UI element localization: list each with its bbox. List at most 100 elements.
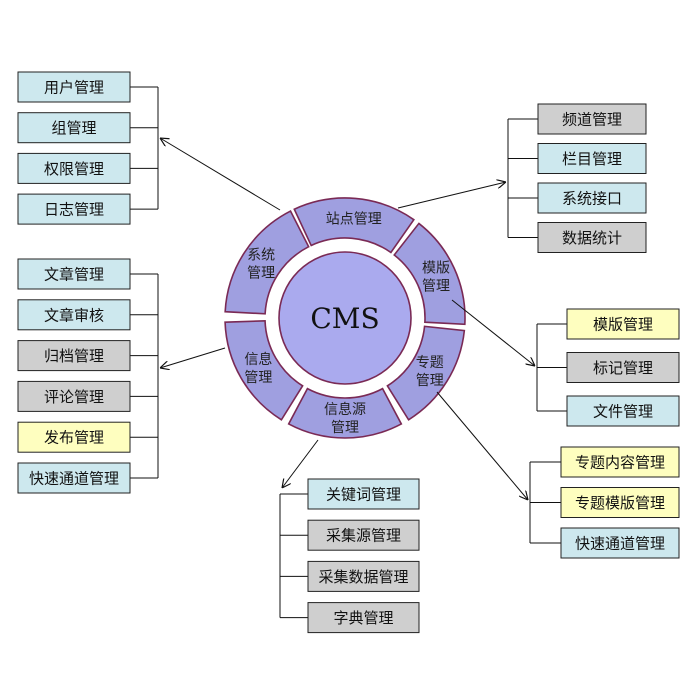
node-source-1[interactable]: 采集源管理	[307, 519, 420, 551]
segment-shape-source	[287, 387, 403, 439]
node-label: 频道管理	[562, 111, 622, 129]
node-box	[537, 182, 647, 214]
node-info-0[interactable]: 文章管理	[17, 258, 131, 290]
node-template-2[interactable]: 文件管理	[566, 395, 680, 427]
node-system-3[interactable]: 日志管理	[17, 193, 131, 225]
node-site-3[interactable]: 数据统计	[537, 222, 647, 253]
arrow-template	[451, 299, 535, 366]
segment-site[interactable]: 站点管理	[293, 197, 415, 254]
node-box	[537, 222, 647, 253]
segment-label-source: 信息源	[324, 401, 366, 418]
node-site-0[interactable]: 频道管理	[537, 103, 647, 135]
node-topic-1[interactable]: 专题模版管理	[560, 487, 680, 518]
node-box	[17, 112, 131, 144]
node-label: 发布管理	[44, 429, 104, 447]
segment-shape-system	[224, 210, 310, 315]
node-label: 专题内容管理	[575, 454, 665, 472]
node-source-0[interactable]: 关键词管理	[307, 478, 420, 510]
node-info-4[interactable]: 发布管理	[17, 421, 131, 453]
segment-template[interactable]: 模版管理	[393, 222, 466, 326]
node-info-1[interactable]: 文章审核	[17, 299, 131, 331]
node-system-2[interactable]: 权限管理	[17, 152, 131, 184]
node-label: 文章管理	[44, 266, 104, 284]
segment-shape-template	[393, 222, 466, 326]
node-label: 日志管理	[44, 201, 104, 219]
node-system-1[interactable]: 组管理	[17, 112, 131, 144]
node-box	[560, 446, 680, 478]
segment-label-site: 站点管理	[326, 211, 382, 227]
node-box	[307, 478, 420, 510]
arrow-site	[397, 182, 506, 209]
node-info-3[interactable]: 评论管理	[17, 380, 131, 412]
segment-label-source: 管理	[331, 420, 359, 436]
node-template-1[interactable]: 标记管理	[566, 352, 680, 383]
center-label: CMS	[310, 302, 379, 335]
segment-label-system: 系统	[247, 248, 275, 264]
node-label: 字典管理	[333, 609, 393, 627]
node-label: 关键词管理	[326, 486, 401, 504]
cms-center[interactable]: CMS	[278, 251, 412, 385]
node-topic-2[interactable]: 快速通道管理	[560, 527, 680, 559]
node-box	[17, 71, 131, 103]
node-label: 快速通道管理	[29, 470, 119, 488]
node-template-0[interactable]: 模版管理	[566, 308, 680, 340]
node-label: 标记管理	[593, 359, 653, 377]
segment-label-topic: 管理	[416, 373, 444, 389]
node-info-2[interactable]: 归档管理	[17, 340, 131, 372]
node-label: 权限管理	[44, 160, 104, 178]
node-box	[537, 143, 647, 174]
node-box	[17, 299, 131, 331]
node-source-3[interactable]: 字典管理	[307, 602, 420, 634]
node-box	[17, 152, 131, 184]
arrow-info	[160, 347, 226, 368]
center-circle	[278, 251, 412, 385]
node-label: 栏目管理	[562, 150, 622, 168]
node-box	[17, 421, 131, 453]
arrow-source	[282, 439, 319, 488]
segment-label-topic: 专题	[416, 355, 444, 371]
segment-shape-site	[293, 197, 415, 254]
node-label: 快速通道管理	[575, 535, 665, 553]
node-box	[307, 560, 420, 592]
segment-shape-info	[224, 319, 304, 421]
node-label: 文件管理	[593, 403, 653, 421]
node-box	[17, 380, 131, 412]
node-label: 系统接口	[562, 190, 622, 208]
node-topic-0[interactable]: 专题内容管理	[560, 446, 680, 478]
node-box	[560, 487, 680, 518]
node-box	[560, 527, 680, 559]
arrow-topic	[436, 391, 528, 500]
node-box	[566, 352, 680, 383]
node-box	[537, 103, 647, 135]
node-site-1[interactable]: 栏目管理	[537, 143, 647, 174]
segment-label-system: 管理	[247, 266, 275, 282]
node-site-2[interactable]: 系统接口	[537, 182, 647, 214]
node-label: 模版管理	[593, 316, 653, 334]
node-label: 评论管理	[44, 388, 104, 406]
node-label: 采集数据管理	[318, 568, 408, 586]
node-box	[17, 258, 131, 290]
node-system-0[interactable]: 用户管理	[17, 71, 131, 103]
node-label: 归档管理	[44, 347, 104, 365]
node-info-5[interactable]: 快速通道管理	[17, 462, 131, 494]
segment-label-info: 信息	[244, 351, 272, 368]
node-source-2[interactable]: 采集数据管理	[307, 560, 420, 592]
node-box	[307, 519, 420, 551]
segment-label-info: 管理	[244, 370, 272, 386]
node-box	[307, 602, 420, 634]
segment-shape-topic	[386, 325, 466, 421]
node-label: 用户管理	[44, 79, 104, 97]
node-box	[566, 395, 680, 427]
